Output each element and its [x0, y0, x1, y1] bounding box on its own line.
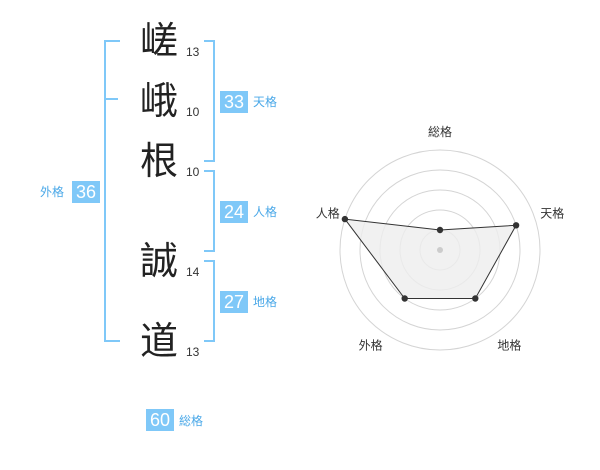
radar-data-point [436, 226, 444, 234]
tenkaku-bracket [204, 40, 215, 162]
radar-data-point [341, 215, 349, 223]
radar-axis-label: 天格 [540, 206, 564, 221]
radar-center-dot [437, 247, 443, 253]
tenkaku-label: 天格 [253, 95, 278, 109]
chikaku-value-badge: 27 [220, 291, 248, 313]
stroke-count-3: 10 [186, 165, 200, 179]
stroke-count-2: 10 [186, 105, 200, 119]
chikaku-bracket [204, 260, 215, 342]
radar-axis-label: 人格 [316, 206, 340, 221]
gaikaku-bracket-mid-tick [104, 98, 118, 100]
gaikaku-bracket [104, 40, 120, 342]
radar-grid-ring [359, 169, 521, 331]
tenkaku-value-badge: 33 [220, 91, 248, 113]
radar-axis-label: 地格 [497, 338, 521, 353]
gaikaku-value-badge: 36 [72, 181, 100, 203]
soukaku-value-badge: 60 [146, 409, 174, 431]
radar-axis-label: 外格 [359, 338, 383, 353]
name-char-1: 嵯 [140, 19, 179, 63]
radar-data-point [472, 295, 479, 302]
stroke-count-1: 13 [186, 45, 200, 59]
jinkaku-label: 人格 [253, 205, 278, 219]
stroke-count-4: 14 [186, 265, 200, 279]
radar-data-polygon [343, 218, 517, 299]
jinkaku-value-badge: 24 [220, 201, 248, 223]
name-char-4: 誠 [140, 239, 179, 283]
soukaku-label: 総格 [179, 414, 204, 428]
name-char-5: 道 [140, 319, 179, 363]
radar-data-point [512, 222, 520, 229]
jinkaku-bracket [204, 170, 215, 252]
name-char-3: 根 [140, 139, 179, 183]
radar-data-point [401, 295, 408, 302]
stroke-count-5: 13 [186, 345, 200, 359]
radar-grid-ring [339, 149, 541, 351]
chikaku-label: 地格 [253, 295, 278, 309]
gaikaku-label: 外格 [40, 185, 65, 199]
radar-axis-label: 総格 [428, 124, 452, 139]
name-char-2: 峨 [140, 79, 179, 123]
